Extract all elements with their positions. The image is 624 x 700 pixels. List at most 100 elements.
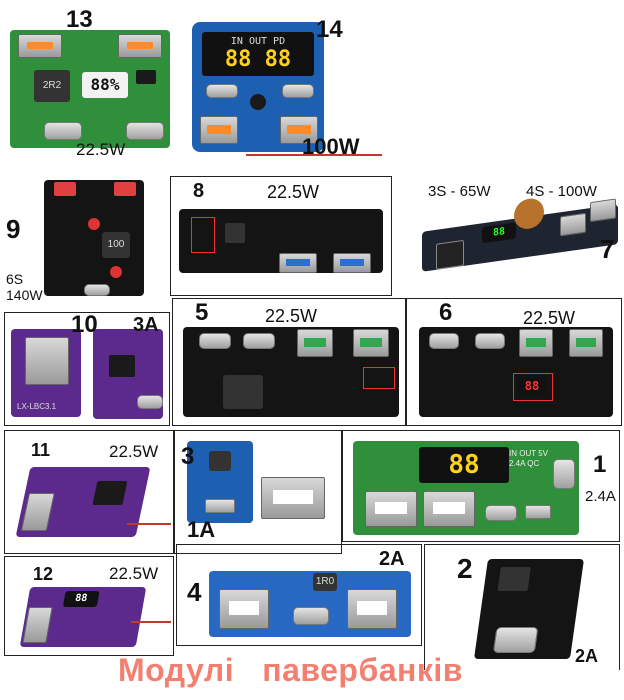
led-display: 88 (419, 447, 509, 483)
usb-c-port (429, 333, 459, 349)
usb-c-port (206, 84, 238, 98)
module-1-current: 2.4A (585, 488, 616, 505)
usb-a-port (200, 116, 238, 144)
module-13-number: 13 (66, 8, 93, 33)
module-7-image: 88 3S - 65W 4S - 100W 7 (392, 176, 624, 296)
module-2-image: 2 2A (424, 544, 620, 670)
module-14-number: 14 (316, 16, 343, 43)
usb-a-port (347, 589, 397, 629)
module-9-image: 100 9 6S 140W (0, 176, 170, 301)
module-10-current: 3A (133, 314, 159, 336)
usb-a-port (569, 329, 603, 357)
module-3-board-a (187, 441, 253, 523)
module-9-board: 100 (44, 180, 144, 296)
chip (225, 223, 245, 243)
module-10-number: 10 (71, 312, 98, 338)
module-2-number: 2 (457, 553, 473, 584)
module-6-board: 88 (419, 327, 613, 417)
inductor (223, 375, 263, 409)
module-7-board: 88 (422, 196, 618, 272)
module-8-board (179, 209, 383, 273)
usb-a-port (279, 253, 317, 273)
module-3-image: 3 1A (174, 430, 342, 554)
led-display: IN OUT PD 88 88 (202, 32, 314, 76)
module-12-number: 12 (33, 564, 54, 584)
wire (127, 523, 171, 525)
chip (92, 481, 128, 505)
module-4-current: 2A (379, 548, 405, 570)
button (250, 94, 266, 110)
module-10-board-b (93, 329, 163, 419)
usb-a-port (25, 337, 69, 385)
module-6-image: 88 6 22.5W (406, 298, 622, 426)
usb-a-port (261, 477, 325, 519)
module-8-image: 8 22.5W (170, 176, 392, 296)
wire (246, 154, 382, 156)
module-9-power: 140W (6, 287, 43, 301)
micro-usb-port (525, 505, 551, 519)
inductor (209, 451, 231, 471)
usb-a-port (219, 589, 269, 629)
usb-c-port (44, 122, 82, 140)
usb-c-port (137, 395, 163, 409)
led-display: 88 (482, 222, 516, 244)
usb-c-port (475, 333, 505, 349)
highlight-box (363, 367, 395, 389)
module-12-board: 88 (19, 587, 147, 647)
module-11-power: 22.5W (109, 442, 159, 461)
module-2-current: 2A (575, 646, 599, 666)
module-5-power: 22.5W (265, 306, 318, 326)
module-14-image: IN OUT PD 88 88 14 100W (186, 14, 382, 166)
module-8-power: 22.5W (267, 182, 320, 202)
module-4-board: 1R0 (209, 571, 411, 637)
module-11-board (15, 467, 151, 537)
usb-c-port (126, 122, 164, 140)
usb-a-port (560, 212, 586, 237)
highlight-box (191, 217, 215, 253)
usb-c-port (553, 459, 575, 489)
module-14-power: 100W (302, 134, 360, 159)
module-6-power: 22.5W (523, 308, 576, 328)
usb-a-port (333, 253, 371, 273)
module-3-number: 3 (181, 443, 195, 470)
module-1-number: 1 (593, 451, 607, 478)
led-display: 88 (517, 377, 547, 395)
display-caption: IN OUT 5V 2.4A QC (509, 449, 548, 468)
usb-a-port (519, 329, 553, 357)
usb-a-port (18, 34, 62, 58)
usb-a-port (297, 329, 333, 357)
coil (514, 196, 544, 231)
module-1-image: 88 IN OUT 5V 2.4A QC 1 2.4A (342, 430, 620, 542)
module-9-number: 9 (6, 214, 21, 244)
usb-c-port (282, 84, 314, 98)
module-5-image: 5 22.5W (172, 298, 406, 426)
highlight-box (513, 373, 553, 401)
module-14-board: IN OUT PD 88 88 (192, 22, 324, 152)
module-7-power-4s: 4S - 100W (526, 183, 597, 200)
capacitor (88, 218, 100, 230)
connector (54, 182, 76, 196)
capacitor (110, 266, 122, 278)
module-2-board (473, 559, 585, 659)
connector (114, 182, 136, 196)
module-6-number: 6 (439, 299, 453, 326)
module-3-current: 1A (187, 517, 216, 542)
usb-a-port (423, 491, 475, 527)
usb-c-port (485, 505, 517, 521)
wire (131, 621, 171, 623)
usb-a-port (365, 491, 417, 527)
module-4-image: 1R0 4 2A (176, 544, 422, 646)
usb-c-port (199, 333, 231, 349)
module-5-board (183, 327, 399, 417)
module-10-board-a: LX-LBC3.1 (11, 329, 81, 417)
micro-usb-port (205, 499, 235, 513)
inductor: 1R0 (313, 573, 337, 591)
chip (136, 70, 156, 84)
module-8-number: 8 (193, 180, 205, 202)
usb-a-port (590, 198, 616, 223)
usb-c-port (293, 607, 329, 625)
module-7-power-3s: 3S - 65W (428, 183, 491, 200)
module-11-image: 11 22.5W (4, 430, 174, 554)
silk-label: LX-LBC3.1 (17, 402, 57, 411)
module-7-number: 7 (600, 234, 615, 264)
